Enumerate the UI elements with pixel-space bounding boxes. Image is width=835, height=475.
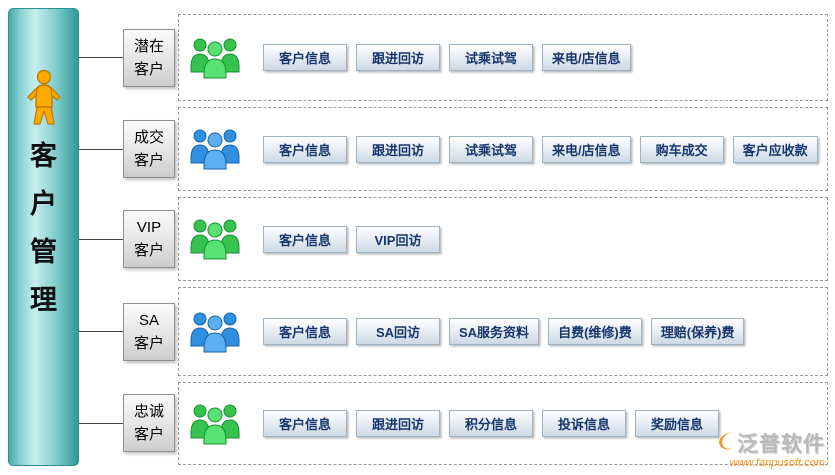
module-button[interactable]: 客户信息 <box>263 44 347 71</box>
module-button[interactable]: 自费(维修)费 <box>548 318 642 345</box>
category-label-line: SA <box>138 312 159 329</box>
brand-url: www.fanpusoft.com <box>729 457 825 469</box>
sidebar-title: 客 户 管 理 <box>30 143 57 314</box>
row-zone-loyal: 客户信息 跟进回访 积分信息 投诉信息 奖励信息 <box>178 382 828 465</box>
module-button[interactable]: SA回访 <box>356 318 440 345</box>
module-button[interactable]: 奖励信息 <box>635 410 719 437</box>
connector-line <box>79 331 124 332</box>
module-button[interactable]: 理赔(保养)费 <box>650 318 745 345</box>
category-label-line: 客户 <box>133 426 164 443</box>
category-label-vip: VIP 客户 <box>123 210 175 268</box>
connector-line <box>79 239 124 240</box>
sidebar-title-char: 客 <box>30 141 57 171</box>
category-label-deal: 成交 客户 <box>123 120 175 178</box>
people-group-green-icon <box>187 34 243 82</box>
row-zone-vip: 客户信息 VIP回访 <box>178 197 828 281</box>
module-button[interactable]: 跟进回访 <box>356 135 440 163</box>
sidebar-title-char: 理 <box>30 285 57 315</box>
row-zone-sa: 客户信息 SA回访 SA服务资料 自费(维修)费 理赔(保养)费 <box>178 287 828 376</box>
connector-line <box>79 423 124 424</box>
module-button[interactable]: 跟进回访 <box>356 410 440 437</box>
module-button[interactable]: 客户信息 <box>263 410 347 437</box>
orange-person-icon <box>23 69 65 131</box>
category-label-loyal: 忠诚 客户 <box>123 394 175 452</box>
category-label-line: 潜在 <box>133 38 164 55</box>
module-button[interactable]: 客户信息 <box>263 318 347 345</box>
category-label-line: 客户 <box>133 152 164 169</box>
people-group-green-icon <box>187 215 243 263</box>
watermark: 泛普软件 www.fanpusoft.com <box>716 428 825 469</box>
category-label-potential: 潜在 客户 <box>123 29 175 87</box>
category-label-line: 客户 <box>133 242 164 259</box>
sidebar-title-char: 户 <box>30 189 57 219</box>
row-zone-potential: 客户信息 跟进回访 试乘试驾 来电/店信息 <box>178 14 828 101</box>
module-button[interactable]: 来电/店信息 <box>542 44 631 71</box>
people-group-green-icon <box>187 400 243 448</box>
brand-swoosh-icon <box>716 430 734 457</box>
module-button[interactable]: 试乘试驾 <box>449 135 533 163</box>
module-button[interactable]: VIP回访 <box>356 225 440 253</box>
module-button[interactable]: 来电/店信息 <box>542 135 631 163</box>
brand-name: 泛普软件 <box>737 433 825 456</box>
module-button[interactable]: 积分信息 <box>449 410 533 437</box>
category-label-line: 客户 <box>133 61 164 78</box>
module-button[interactable]: 试乘试驾 <box>449 44 533 71</box>
people-group-blue-icon <box>187 308 243 356</box>
module-button[interactable]: SA服务资料 <box>449 318 540 345</box>
row-zone-deal: 客户信息 跟进回访 试乘试驾 来电/店信息 购车成交 客户应收款 <box>178 107 828 191</box>
sidebar-title-char: 管 <box>30 237 57 267</box>
category-label-line: VIP <box>136 219 162 236</box>
sidebar-pillar: 客 户 管 理 <box>8 8 79 466</box>
module-button[interactable]: 投诉信息 <box>542 410 626 437</box>
category-label-sa: SA 客户 <box>123 303 175 361</box>
connector-line <box>79 149 124 150</box>
module-button[interactable]: 跟进回访 <box>356 44 440 71</box>
module-button[interactable]: 客户应收款 <box>732 135 818 163</box>
category-label-line: 忠诚 <box>133 403 164 420</box>
category-label-line: 客户 <box>133 335 164 352</box>
module-button[interactable]: 客户信息 <box>263 225 347 253</box>
module-button[interactable]: 客户信息 <box>263 135 347 163</box>
category-label-line: 成交 <box>133 129 164 146</box>
module-button[interactable]: 购车成交 <box>639 135 724 163</box>
people-group-blue-icon <box>187 125 243 173</box>
connector-line <box>79 57 124 58</box>
